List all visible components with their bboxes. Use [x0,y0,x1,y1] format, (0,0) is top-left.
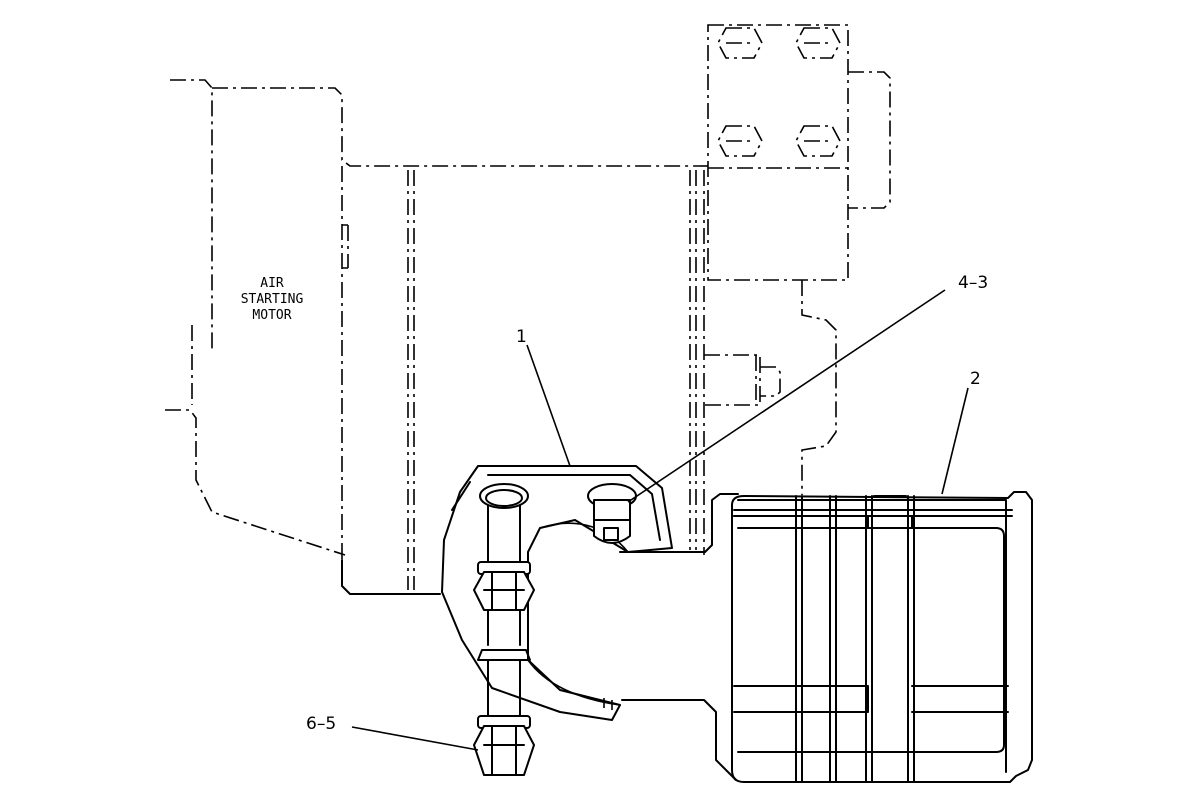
air-starting-motor-label: AIR STARTING MOTOR [241,276,304,323]
callout-4-3: 4–3 [958,273,988,293]
leader-2 [941,387,969,495]
flange-bolt-shafts [477,483,531,719]
motor-label-line-3: MOTOR [252,308,291,323]
hex-bolt-icon [717,27,763,59]
callout-1: 1 [516,327,527,347]
motor-label-line-2: STARTING [241,292,304,307]
hex-bolt-icon [473,715,535,776]
leader-4-3 [627,289,946,503]
socket-head-bolt-icon [587,483,637,544]
hex-bolt-icon [795,27,841,59]
callout-2: 2 [970,369,981,389]
motor-base [341,493,739,781]
muffler [731,491,1033,783]
callout-6-5: 6–5 [306,714,336,734]
air-starting-motor-outline [165,79,700,590]
callout-leaders [351,289,969,751]
hex-bolt-icon [717,125,763,157]
motor-label-line-1: AIR [260,276,284,291]
valve-block [700,24,891,555]
hex-bolt-icon [473,561,535,611]
leader-6-5 [351,726,479,751]
leader-1 [526,344,571,467]
hex-bolt-icon [795,125,841,157]
